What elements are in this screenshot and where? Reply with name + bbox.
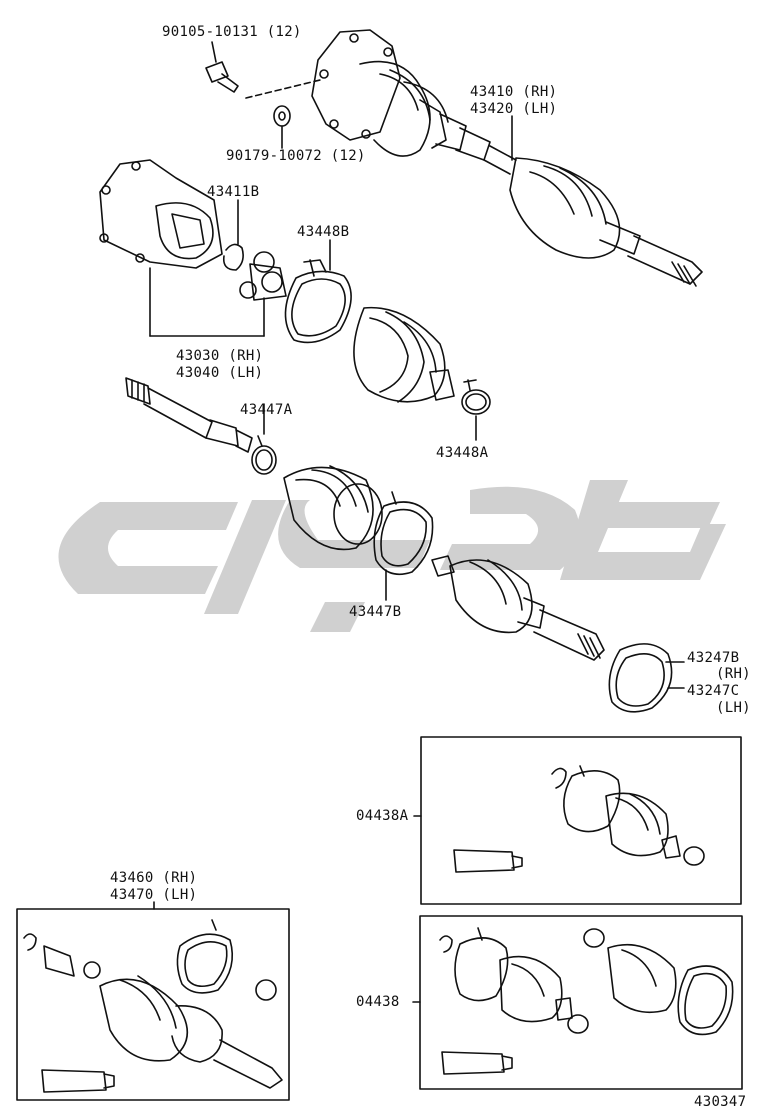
part-label-90179: 90179-10072 (12) [226,148,366,164]
boot-band-small-part-icon [461,379,491,441]
washer-part-icon [273,105,291,149]
figure-number: 430347 [694,1094,747,1110]
inner-boot-part [283,465,383,551]
part-label-43040: 43040 (LH) [176,365,264,381]
part-label-43470: 43470 (LH) [110,887,198,903]
axle-shaft-part [125,377,253,453]
part-label-43447A: 43447A [240,402,293,418]
boot-band-small-inner-part-icon [251,403,277,475]
part-label-43410: 43410 (RH) [470,84,558,100]
kit-box-04438A [420,736,742,905]
drive-shaft-assembly-top [311,29,703,287]
part-label-43030: 43030 (RH) [176,348,264,364]
part-label-43247C-side: (LH) [716,700,751,716]
tulip-housing-part [99,159,265,337]
alignment-dashed-line [245,79,321,99]
dust-seal-part [608,643,685,713]
boot-part [353,306,455,403]
part-label-04438A: 04438A [356,808,409,824]
part-label-43448A: 43448A [436,445,489,461]
bolt-part-icon [205,41,239,93]
outer-cv-joint-part [431,555,605,661]
kit-04438A-contents [453,765,705,873]
kit-box-43460 [16,908,290,1101]
boot-band-inner-large-part [373,491,434,601]
part-label-43448B: 43448B [297,224,350,240]
part-label-43460: 43460 (RH) [110,870,198,886]
kit-43460-contents [23,919,283,1093]
snap-ring-part-icon [222,199,244,271]
part-label-90105: 90105-10131 (12) [162,24,302,40]
watermark-logo [58,480,726,632]
part-label-04438: 04438 [356,994,400,1010]
part-label-43247C: 43247C [687,683,740,699]
boot-band-large-part [284,239,352,344]
kit-04438-contents [439,927,734,1075]
part-label-43411B: 43411B [207,184,260,200]
part-label-43247B: 43247B [687,650,740,666]
part-label-43447B: 43447B [349,604,402,620]
part-label-43247B-side: (RH) [716,666,751,682]
part-label-43420: 43420 (LH) [470,101,558,117]
kit-box-04438 [419,915,743,1090]
tripod-spider-part-icon [239,251,287,301]
